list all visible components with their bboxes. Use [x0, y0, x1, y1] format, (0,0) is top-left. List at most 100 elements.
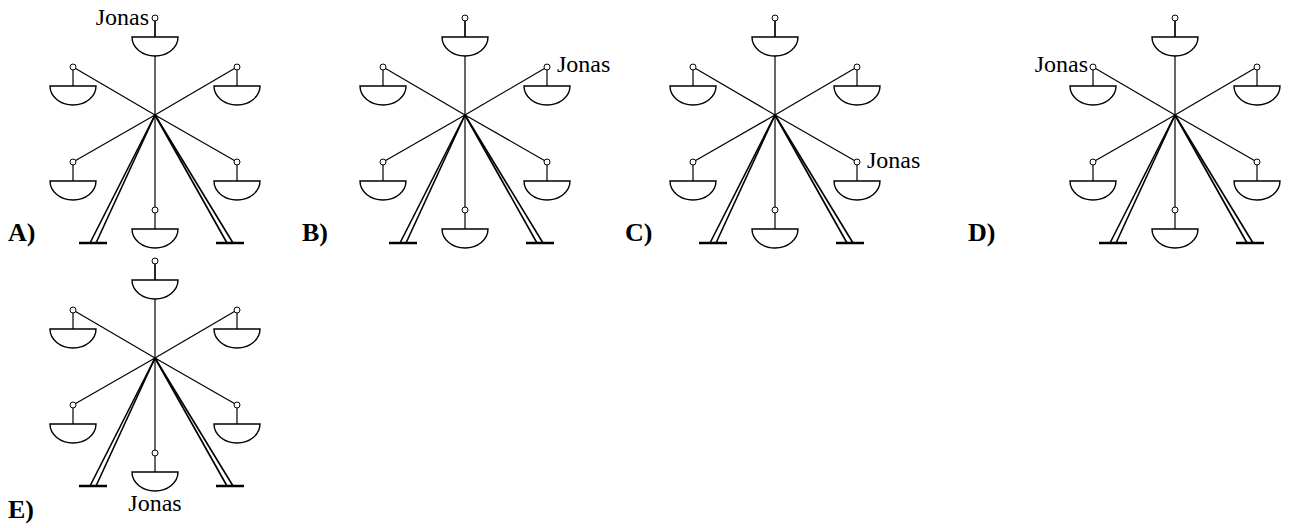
ferris-wheel	[1070, 15, 1280, 248]
wheel-spoke	[383, 115, 465, 162]
wheel-spoke	[154, 358, 155, 453]
gondola	[834, 86, 880, 105]
person-name: Jonas	[557, 52, 610, 76]
person-name: Jonas	[96, 5, 149, 29]
wheel-spoke	[1093, 115, 1175, 162]
wheel-spoke	[154, 18, 155, 115]
pivot	[70, 64, 76, 70]
pivot	[854, 159, 860, 165]
wheel-spoke	[155, 358, 237, 405]
ferris-wheel	[50, 258, 260, 491]
pivot	[1172, 207, 1178, 213]
pivot	[690, 64, 696, 70]
pivot	[152, 258, 158, 264]
option-letter: B)	[302, 220, 328, 246]
wheel-spoke	[1175, 115, 1257, 162]
gondola	[834, 181, 880, 200]
leg-foot	[79, 242, 107, 245]
pivot	[234, 402, 240, 408]
pivot	[690, 159, 696, 165]
gondola	[214, 424, 260, 443]
leg-foot	[1099, 242, 1127, 245]
wheel-spoke	[1174, 18, 1175, 115]
pivot	[70, 159, 76, 165]
gondola	[524, 86, 570, 105]
gondola	[1152, 229, 1198, 248]
gondola	[214, 329, 260, 348]
person-name: Jonas	[1035, 52, 1088, 76]
gondola	[132, 280, 178, 299]
wheel-spoke	[154, 261, 155, 358]
wheel-leg	[96, 358, 155, 486]
gondola	[360, 86, 406, 105]
leg-foot	[836, 242, 864, 245]
pivot	[544, 159, 550, 165]
ferris-wheel	[670, 15, 880, 248]
gondola	[1070, 181, 1116, 200]
wheel-spoke	[73, 115, 155, 162]
leg-foot	[79, 485, 107, 488]
wheel-spoke	[775, 115, 857, 162]
gondola	[50, 424, 96, 443]
wheel-leg	[775, 115, 853, 243]
wheel-leg	[155, 358, 233, 486]
gondola	[132, 229, 178, 248]
gondola	[670, 86, 716, 105]
pivot	[1254, 64, 1260, 70]
wheel-spoke	[774, 18, 775, 115]
gondola	[50, 329, 96, 348]
pivot	[772, 207, 778, 213]
pivot	[234, 307, 240, 313]
wheel-leg	[1116, 115, 1175, 243]
gondola	[50, 181, 96, 200]
leg-foot	[526, 242, 554, 245]
wheel-spoke	[693, 115, 775, 162]
gondola	[50, 86, 96, 105]
gondola	[752, 37, 798, 56]
wheel-spoke	[155, 115, 237, 162]
gondola	[1234, 86, 1280, 105]
wheel-leg	[155, 115, 233, 243]
pivot	[234, 159, 240, 165]
wheel-leg	[465, 115, 543, 243]
ferris-wheel	[360, 15, 570, 248]
gondola	[1234, 181, 1280, 200]
gondola	[442, 37, 488, 56]
pivot	[70, 307, 76, 313]
option-letter: C)	[625, 220, 652, 246]
option-letter: E)	[8, 497, 34, 523]
pivot	[380, 64, 386, 70]
gondola	[670, 181, 716, 200]
pivot	[152, 15, 158, 21]
gondola	[442, 229, 488, 248]
gondola	[1152, 37, 1198, 56]
leg-foot	[216, 242, 244, 245]
pivot	[462, 15, 468, 21]
wheel-leg	[716, 115, 775, 243]
pivot	[1090, 64, 1096, 70]
wheel-leg	[1175, 115, 1253, 243]
leg-foot	[699, 242, 727, 245]
pivot	[152, 207, 158, 213]
wheel-spoke	[154, 115, 155, 210]
pivot	[152, 450, 158, 456]
pivot	[1254, 159, 1260, 165]
pivot	[234, 64, 240, 70]
gondola	[360, 181, 406, 200]
gondola	[132, 472, 178, 491]
wheel-spoke	[774, 115, 775, 210]
wheel-spoke	[464, 115, 465, 210]
gondola	[214, 181, 260, 200]
ferris-wheel	[50, 15, 260, 248]
pivot	[772, 15, 778, 21]
leg-foot	[1236, 242, 1264, 245]
pivot	[854, 64, 860, 70]
wheel-spoke	[464, 18, 465, 115]
option-letter: D)	[968, 220, 995, 246]
person-name: Jonas	[867, 148, 920, 172]
wheel-spoke	[465, 115, 547, 162]
wheel-spoke	[1174, 115, 1175, 210]
gondola	[1070, 86, 1116, 105]
